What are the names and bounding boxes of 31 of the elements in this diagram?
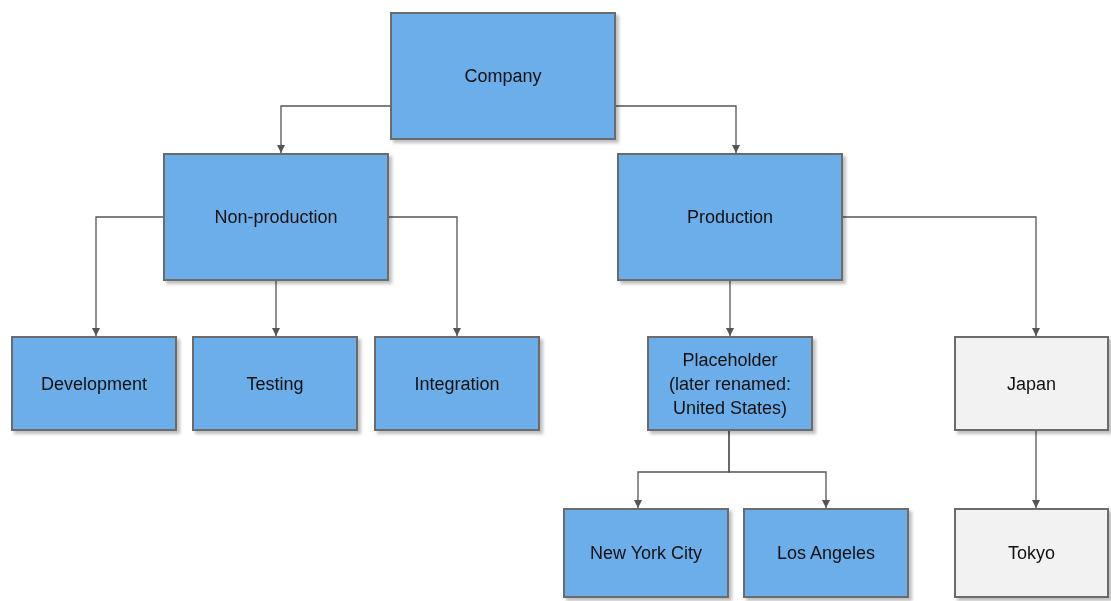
box-label: Integration: [413, 372, 501, 396]
org-box: [192, 336, 358, 431]
arrow: [277, 105, 391, 154]
box-label: New York City: [588, 542, 703, 565]
arrow: [92, 216, 164, 337]
arrow: [728, 430, 830, 509]
org-box: [954, 508, 1109, 598]
arrow: [388, 216, 461, 337]
box-label: Non-production: [213, 206, 339, 229]
box-label: Placeholder (later renamed: United States): [667, 348, 793, 420]
org-box: [743, 508, 909, 598]
org-box: [954, 336, 1109, 431]
arrow: [1032, 430, 1040, 509]
org-box: [374, 336, 540, 431]
arrow: [272, 280, 280, 337]
arrow: [726, 280, 734, 337]
org-box: [563, 508, 729, 598]
arrow: [615, 105, 740, 154]
org-box: [390, 12, 616, 140]
box-label: Los Angeles: [775, 542, 877, 565]
org-box: [163, 153, 389, 281]
box-label: Japan: [1005, 372, 1057, 396]
org-box: [647, 336, 813, 431]
box-label: Production: [685, 206, 775, 229]
org-box: [11, 336, 177, 431]
box-label: Company: [463, 65, 543, 88]
box-label: Testing: [245, 372, 305, 396]
box-label: Tokyo: [1007, 542, 1056, 565]
box-label: Development: [39, 372, 149, 396]
arrow: [842, 216, 1040, 337]
org-box: [617, 153, 843, 281]
